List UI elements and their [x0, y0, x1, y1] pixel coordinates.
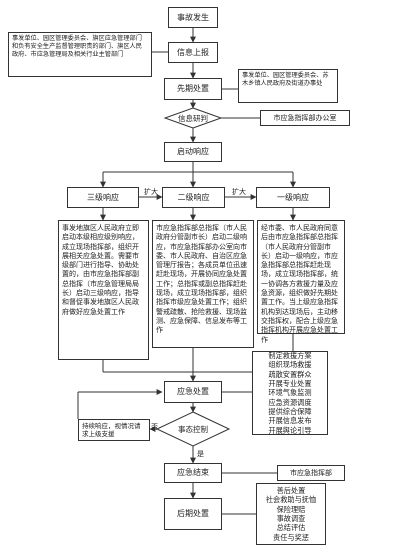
escalate-label-1: 扩大: [144, 188, 158, 196]
initial-label: 先期处置: [177, 84, 209, 93]
level1-body-text: 经市委、市人民政府同意后由市应急指挥部总指挥（市人民政府分管副市长）启动一级响应…: [261, 224, 338, 344]
no-label: 否: [151, 423, 158, 431]
level1-label: 一级响应: [277, 192, 309, 202]
response-tasks: 制定救援方案 组织现场救援 疏散安置群众 开展专业处置 环境气象监测 应急资源调…: [252, 351, 328, 435]
control-label: 事态控制: [178, 424, 208, 434]
response-task: 疏散安置群众: [268, 369, 312, 379]
activate-node: 启动响应: [164, 142, 222, 162]
continue-note: 持续响应，视情况请求上级支援: [78, 419, 150, 441]
assess-label: 信息研判: [178, 113, 208, 123]
response-task: 提供综合保障: [268, 407, 312, 417]
level1-body: 经市委、市人民政府同意后由市应急指挥部总指挥（市人民政府分管副市长）启动一级响应…: [257, 220, 345, 344]
post-task: 善后处置: [276, 485, 306, 495]
assess-diamond: [163, 107, 223, 129]
assess-note-text: 市应急指挥部办公室: [273, 113, 337, 122]
post-task: 保险理赔: [276, 504, 306, 514]
assess-node: 信息研判: [165, 108, 221, 128]
escalate-label-2: 扩大: [232, 188, 246, 196]
post-task: 社会救助与抚恤: [265, 495, 317, 505]
post-label: 后期处置: [177, 509, 209, 518]
report-note: 事发单位、园区管理委员会、旗区应急管理部门和负有安全生产监督管理职责的部门、旗区…: [8, 32, 152, 77]
post-task: 总结评估: [276, 523, 306, 533]
level1-node: 一级响应: [256, 187, 330, 208]
end-note: 市应急指挥部: [277, 465, 345, 481]
initial-node: 先期处置: [164, 78, 222, 100]
end-node: 应急结束: [164, 463, 222, 483]
control-diamond: [155, 411, 231, 447]
incident-node: 事故发生: [168, 7, 218, 28]
report-node: 信息上报: [168, 42, 218, 63]
level3-body-text: 事发地旗区人民政府立即启动本级相应级别响应，成立现场指挥部，组织开展相关应急处置…: [62, 224, 139, 316]
initial-note-text: 事发单位、园区管理委员会、苏木乡镇人民政府及街道办事处: [242, 72, 329, 88]
report-label: 信息上报: [177, 47, 209, 57]
activate-label: 启动响应: [177, 147, 209, 156]
response-task: 开展舆论引导: [268, 425, 312, 435]
end-label: 应急结束: [177, 468, 209, 477]
response-task: 开展专业处置: [268, 378, 312, 388]
level2-body: 市应急指挥部总指挥（市人民政府分管副市长）启动二级响应，市应急指挥部办公室向市委…: [152, 220, 254, 348]
level2-body-text: 市应急指挥部总指挥（市人民政府分管副市长）启动二级响应，市应急指挥部办公室向市委…: [156, 224, 247, 335]
yes-label: 是: [197, 450, 204, 458]
post-task: 事故调查: [276, 514, 306, 523]
incident-label: 事故发生: [177, 12, 209, 22]
end-note-text: 市应急指挥部: [290, 468, 332, 477]
assess-note: 市应急指挥部办公室: [260, 110, 350, 126]
initial-note: 事发单位、园区管理委员会、苏木乡镇人民政府及街道办事处: [238, 69, 338, 103]
post-task: 责任与奖惩: [273, 532, 309, 542]
post-node: 后期处置: [164, 498, 222, 530]
response-task: 环境气象监测: [268, 388, 312, 398]
continue-note-text: 持续响应，视情况请求上级支援: [82, 421, 141, 438]
level3-body: 事发地旗区人民政府立即启动本级相应级别响应，成立现场指挥部，组织开展相关应急处置…: [58, 220, 149, 360]
response-label: 应急处置: [177, 387, 209, 396]
level3-node: 三级响应: [67, 187, 139, 208]
control-node: 事态控制: [157, 412, 229, 446]
response-task: 开展信息发布: [268, 416, 312, 426]
level2-node: 二级响应: [162, 187, 225, 208]
response-task: 应急资源调度: [268, 397, 312, 407]
response-task: 组织现场救援: [268, 360, 312, 370]
level2-label: 二级响应: [177, 192, 210, 202]
report-note-text: 事发单位、园区管理委员会、旗区应急管理部门和负有安全生产监督管理职责的部门、旗区…: [12, 35, 142, 59]
level3-label: 三级响应: [87, 192, 119, 202]
response-node: 应急处置: [164, 381, 222, 403]
response-task: 制定救援方案: [268, 350, 312, 360]
post-tasks: 善后处置 社会救助与抚恤 保险理赔 事故调查 总结评估 责任与奖惩: [256, 483, 326, 545]
